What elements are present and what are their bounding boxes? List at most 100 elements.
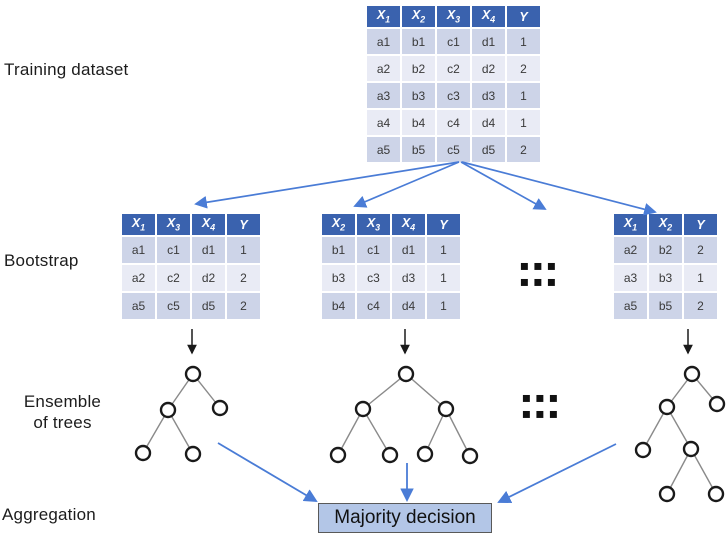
table-cell: c4 — [357, 293, 390, 319]
table-cell: 1 — [427, 265, 460, 291]
fan-arrow-1 — [194, 161, 460, 209]
bootstrap-label: Bootstrap — [4, 251, 79, 270]
column-header: X1 — [614, 214, 647, 235]
decision-tree-2 — [337, 373, 471, 457]
table-cell: b3 — [649, 265, 682, 291]
aggregation-arrow-right — [497, 443, 617, 503]
table-cell: c4 — [437, 110, 470, 135]
table-cell: a4 — [367, 110, 400, 135]
table-cell: a5 — [122, 293, 155, 319]
table-cell: c1 — [437, 29, 470, 54]
decision-tree-1-nodes — [134, 365, 229, 463]
table-cell: a2 — [367, 56, 400, 81]
ellipsis-dots-trees: ▪▪▪ ▪▪▪ — [521, 390, 563, 422]
table-cell: a1 — [367, 29, 400, 54]
tree-node — [329, 446, 347, 464]
column-header: X4 — [192, 214, 225, 235]
table-cell: d4 — [472, 110, 505, 135]
tree-arrows — [187, 329, 693, 355]
tree-node — [683, 365, 701, 383]
column-header: X3 — [357, 214, 390, 235]
table-cell: 1 — [507, 83, 540, 108]
table-cell: d1 — [392, 237, 425, 263]
fan-arrow-2 — [353, 161, 460, 208]
tree-node — [381, 446, 399, 464]
tree-node — [211, 399, 229, 417]
tree-node — [354, 400, 372, 418]
table-cell: c5 — [437, 137, 470, 162]
column-header: Y — [507, 6, 540, 27]
table-cell: c1 — [357, 237, 390, 263]
table-cell: b1 — [322, 237, 355, 263]
tree-node — [708, 395, 726, 413]
column-header: X4 — [392, 214, 425, 235]
decision-tree-3 — [642, 373, 718, 495]
decision-tree-2-nodes — [329, 365, 479, 465]
fan-arrow-3 — [460, 161, 547, 210]
table-cell: d3 — [392, 265, 425, 291]
table-cell: a3 — [614, 265, 647, 291]
table-cell: 1 — [684, 265, 717, 291]
tree-node — [707, 485, 725, 503]
table-cell: 2 — [507, 56, 540, 81]
table-cell: b4 — [402, 110, 435, 135]
tree-node — [416, 445, 434, 463]
tree-node — [397, 365, 415, 383]
column-header: Y — [684, 214, 717, 235]
column-header: X2 — [649, 214, 682, 235]
table-cell: 1 — [507, 29, 540, 54]
table-cell: 1 — [227, 237, 260, 263]
tree-node — [461, 447, 479, 465]
table-cell: c1 — [157, 237, 190, 263]
aggregation-arrows — [217, 442, 617, 503]
tree-node — [159, 401, 177, 419]
table-cell: c2 — [157, 265, 190, 291]
table-cell: d1 — [472, 29, 505, 54]
table-cell: d1 — [192, 237, 225, 263]
column-header: X3 — [157, 214, 190, 235]
table-cell: d5 — [472, 137, 505, 162]
ensemble-label-line2: of trees — [33, 413, 92, 432]
column-header: X1 — [122, 214, 155, 235]
tree-node — [658, 398, 676, 416]
column-header: X1 — [367, 6, 400, 27]
tree-node — [658, 485, 676, 503]
table-cell: d4 — [392, 293, 425, 319]
table-cell: 1 — [427, 237, 460, 263]
tree-node — [682, 440, 700, 458]
decision-tree-1 — [142, 373, 221, 455]
table-cell: b5 — [402, 137, 435, 162]
table-cell: a5 — [367, 137, 400, 162]
table-cell: 2 — [684, 293, 717, 319]
table-cell: b4 — [322, 293, 355, 319]
table-cell: b2 — [649, 237, 682, 263]
table-cell: 2 — [227, 293, 260, 319]
table-cell: d3 — [472, 83, 505, 108]
table-cell: a5 — [614, 293, 647, 319]
table-cell: b3 — [402, 83, 435, 108]
tree-node — [184, 445, 202, 463]
majority-decision-box: Majority decision — [318, 503, 492, 533]
table-cell: 2 — [227, 265, 260, 291]
tree-node — [634, 441, 652, 459]
table-cell: b1 — [402, 29, 435, 54]
table-cell: 2 — [507, 137, 540, 162]
table-cell: c2 — [437, 56, 470, 81]
table-cell: 1 — [507, 110, 540, 135]
aggregation-label: Aggregation — [2, 505, 96, 524]
column-header: Y — [227, 214, 260, 235]
